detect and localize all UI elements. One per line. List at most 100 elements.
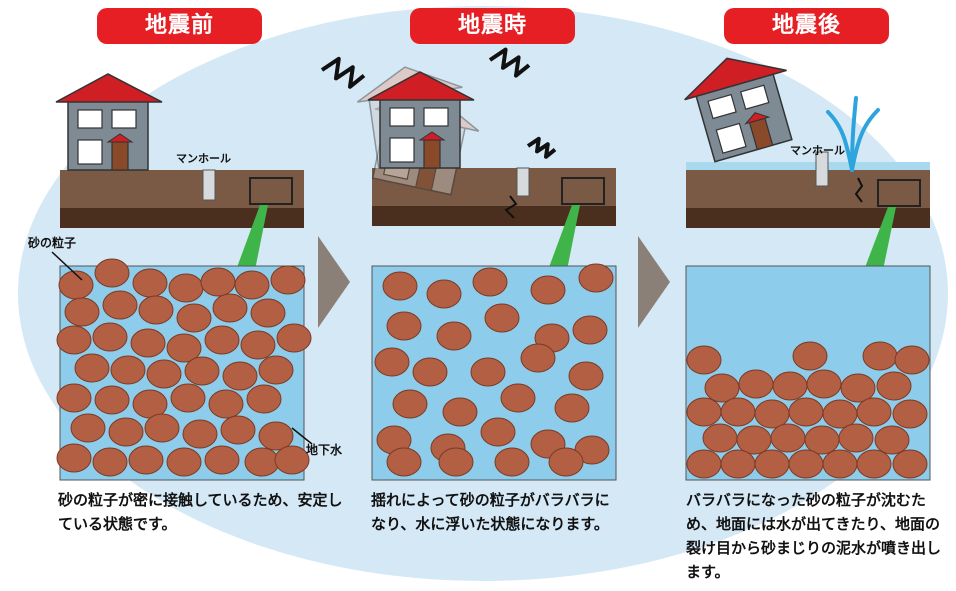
sand-particle [170, 383, 206, 413]
zoom-frame [561, 177, 605, 205]
sand-particle [92, 322, 128, 352]
house-window [77, 139, 103, 165]
sand-particle [208, 389, 244, 419]
sand-particle [374, 347, 410, 377]
ground-upper-layer [60, 170, 304, 208]
sand-particle [250, 298, 286, 328]
sand-particle [892, 449, 928, 479]
zoom-beam [236, 205, 268, 270]
sand-particle [74, 353, 110, 383]
sand-particle [770, 423, 806, 453]
sand-particle [64, 297, 100, 327]
sand-particle [144, 413, 180, 443]
house-roof [55, 73, 163, 103]
water-spout [826, 110, 854, 172]
sand-particle [204, 445, 240, 475]
sand-particle [212, 293, 248, 323]
sand-particle [412, 357, 448, 387]
sand-particle [166, 447, 202, 477]
sand-particle [530, 275, 566, 305]
house [367, 71, 475, 169]
panel-title-before: 地震前 [97, 8, 262, 44]
label-manhole-after: マンホール [790, 144, 845, 157]
sand-particle [426, 279, 462, 309]
sand-particle [788, 449, 824, 479]
surface-water [686, 162, 930, 172]
caption-before: 砂の粒子が密に接触しているため、安定している状態です。 [58, 491, 343, 533]
shake-mark [320, 56, 366, 89]
sand-particle [70, 413, 106, 443]
house-window [715, 122, 747, 154]
sand-particle [788, 397, 824, 427]
sand-particle [754, 449, 790, 479]
house-window [707, 93, 737, 120]
sand-particle [856, 449, 892, 479]
sand-particle [754, 399, 790, 429]
sand-particle [258, 355, 294, 385]
ground-lower-layer [372, 206, 616, 226]
sand-particle [772, 371, 808, 401]
panel-before-earthquake [51, 73, 313, 481]
sand-particle [554, 393, 590, 423]
sand-particle [132, 268, 168, 298]
sand-particle [176, 303, 212, 333]
sand-particle [874, 425, 910, 455]
ground-upper-layer [372, 168, 616, 206]
sand-particle [270, 265, 306, 295]
sand-particle [520, 343, 556, 373]
label-manhole-before: マンホール [176, 152, 231, 165]
ground-crack [854, 177, 864, 203]
sand-particle [484, 303, 520, 333]
sand-particle [894, 345, 930, 375]
shake-mark [488, 47, 531, 78]
ground-lower-layer [60, 208, 304, 228]
house-roof [367, 71, 475, 101]
sand-particle [792, 341, 828, 371]
house-window [389, 137, 415, 163]
house [684, 57, 793, 163]
sand-particle [92, 447, 128, 477]
sand-particle [204, 325, 240, 355]
sand-particle [572, 315, 608, 345]
panel-after-earthquake [684, 57, 931, 481]
sand-particle [856, 397, 892, 427]
sand-particle [382, 271, 418, 301]
house-window [77, 109, 103, 129]
house-door-roof [418, 131, 446, 141]
zoom-beam [548, 205, 580, 270]
sand-particle [246, 384, 282, 414]
sand-particle [146, 359, 182, 389]
sand-particle [822, 399, 858, 429]
sand-particle [220, 415, 256, 445]
sand-particle [876, 371, 912, 401]
sand-particle [276, 323, 312, 353]
zoom-frame [877, 179, 921, 207]
sand-particle [56, 325, 92, 355]
sand-particle [166, 333, 202, 363]
sand-particle [130, 328, 166, 358]
house-window [111, 109, 137, 129]
sand-particle [736, 425, 772, 455]
callout-line-sand [51, 251, 83, 281]
sand-particle [500, 383, 536, 413]
sand-particle [702, 423, 738, 453]
sand-particle [56, 383, 92, 413]
house [55, 73, 163, 171]
sand-particle [94, 258, 130, 288]
sand-particle [480, 417, 516, 447]
ground-upper-layer [686, 170, 930, 208]
panel-during-earthquake [320, 47, 617, 481]
house-window [423, 107, 449, 127]
water-spout [850, 96, 858, 172]
sand-particle [892, 399, 928, 429]
sand-particle [168, 273, 204, 303]
house-window [389, 107, 415, 127]
panel-title-after: 地震後 [724, 8, 889, 44]
zoom-frame [249, 177, 293, 205]
sand-particle [738, 369, 774, 399]
sand-particle [686, 449, 722, 479]
sand-particle [806, 369, 842, 399]
sand-particle [392, 389, 428, 419]
stage-arrow [638, 236, 670, 328]
